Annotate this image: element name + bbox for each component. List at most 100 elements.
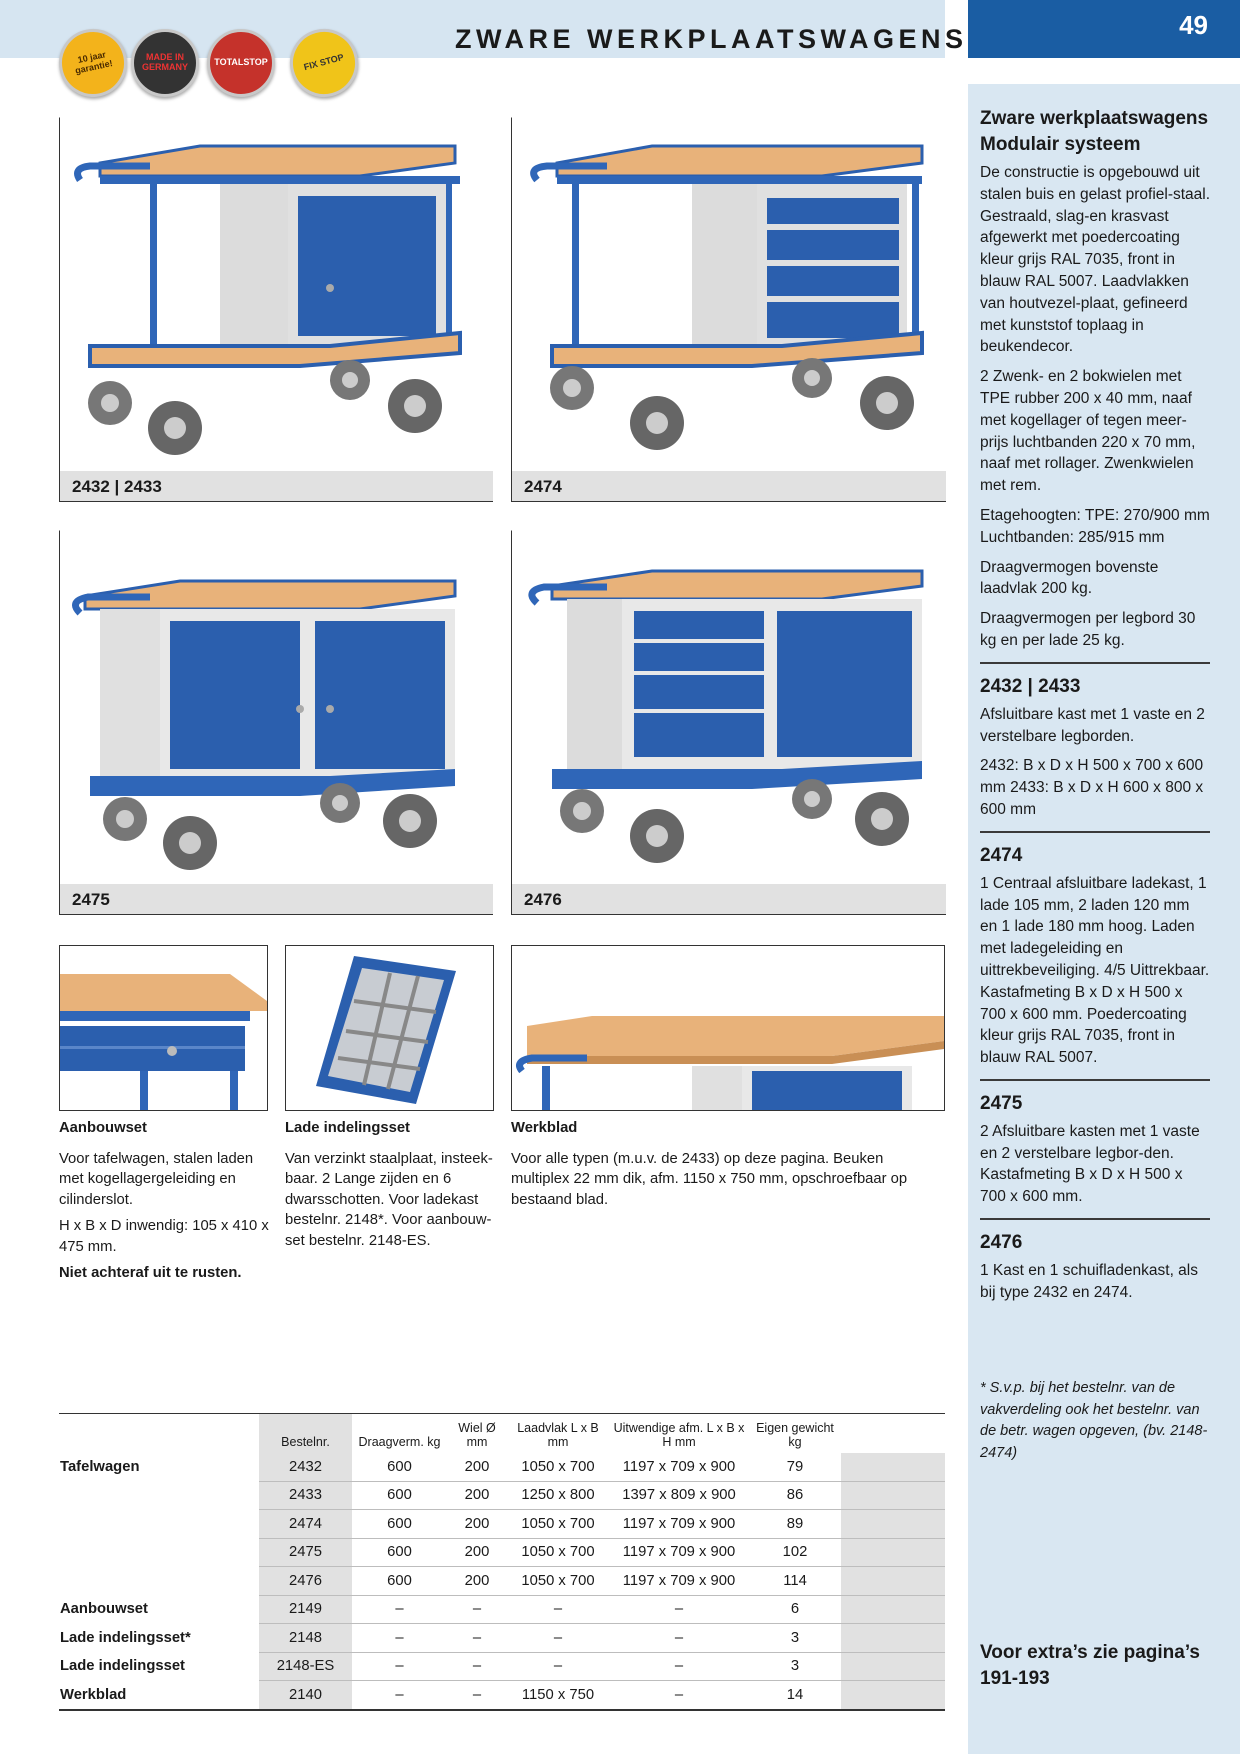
table-cell: – [507, 1594, 609, 1624]
accessory-note: Niet achteraf uit te rusten. [59, 1265, 242, 1281]
table-cell: 200 [447, 1481, 507, 1510]
table-cell: 1397 x 809 x 900 [609, 1481, 749, 1510]
table-cell-empty [841, 1509, 945, 1539]
sidebar-section-2432-2433: 2432 | 2433 Afsluitbare kast met 1 vaste… [980, 661, 1210, 821]
photo-caption: 2476 [512, 884, 946, 915]
table-cell: 102 [749, 1538, 841, 1567]
table-header [841, 1414, 945, 1454]
sidebar-panel [968, 84, 1240, 1754]
sidebar-extra-reference: Voor extra’s zie pagina’s 191-193 [980, 1642, 1200, 1689]
row-label: Tafelwagen [60, 1458, 140, 1475]
page-title: ZWARE WERKPLAATSWAGENS [455, 24, 968, 54]
table-cell-empty [841, 1481, 945, 1510]
accessory-title: Aanbouwset [59, 1120, 147, 1136]
table-cell: 2432 [259, 1453, 352, 1482]
sidebar-section-2476: 2476 1 Kast en 1 schuifladenkast, als bi… [980, 1218, 1210, 1304]
table-header-row: Bestelnr. Draagverm. kg Wiel Ø mm Laadvl… [59, 1413, 945, 1454]
row-label [59, 1510, 259, 1539]
table-cell: – [609, 1651, 749, 1681]
sidebar-paragraph: De constructie is opgebouwd uit stalen b… [980, 164, 1211, 356]
sidebar-footnote: * S.v.p. bij het bestelnr. van de vakver… [980, 1380, 1208, 1461]
sidebar-paragraph: Etagehoogten: TPE: 270/900 mm Luchtbande… [980, 506, 1210, 546]
table-row: Lade indelingsset*2148––––3 [59, 1623, 945, 1653]
table-cell: 600 [352, 1453, 447, 1482]
row-label: Aanbouwset [59, 1594, 259, 1624]
table-header [59, 1414, 259, 1454]
section-text: 1 Kast en 1 schuifladenkast, als bij typ… [980, 1262, 1198, 1301]
table-cell: 86 [749, 1481, 841, 1510]
table-cell: 1050 x 700 [507, 1509, 609, 1539]
table-cell: – [507, 1623, 609, 1653]
table-header: Uitwendige afm. L x B x H mm [613, 1421, 745, 1449]
table-cell-empty [841, 1538, 945, 1567]
table-cell: 2149 [259, 1594, 352, 1624]
sidebar-section-2474: 2474 1 Centraal afsluitbare ladekast, 1 … [980, 830, 1210, 1069]
page-number: 49 [1179, 10, 1208, 40]
photo-2476: 2476 [511, 530, 946, 915]
page-number-tab: 49 [968, 0, 1240, 58]
sidebar-subtitle: Modulair systeem [980, 134, 1141, 155]
row-label: Lade indelingsset [59, 1651, 259, 1681]
sidebar-paragraph: 2 Zwenk- en 2 bokwielen met TPE rubber 2… [980, 368, 1196, 495]
drawer-divider-image [316, 956, 456, 1104]
section-title: 2474 [980, 844, 1023, 866]
table-cell: – [447, 1623, 507, 1653]
table-cell-empty [841, 1680, 945, 1711]
section-text: 1 Centraal afsluitbare ladekast, 1 lade … [980, 874, 1210, 1067]
photo-caption: 2474 [512, 471, 946, 502]
table-cell: 2140 [259, 1680, 352, 1711]
table-cell-empty [841, 1651, 945, 1681]
photo-werkblad [511, 945, 945, 1111]
table-cell: – [609, 1594, 749, 1624]
table-cell: – [352, 1594, 447, 1624]
table-cell: 1197 x 709 x 900 [609, 1566, 749, 1596]
sidebar-section-2475: 2475 2 Afsluitbare kasten met 1 vaste en… [980, 1078, 1210, 1208]
table-cell: 1197 x 709 x 900 [609, 1509, 749, 1539]
table-cell: 600 [352, 1566, 447, 1596]
table-cell: 600 [352, 1509, 447, 1539]
table-cell: 200 [447, 1538, 507, 1567]
table-cell: 200 [447, 1566, 507, 1596]
accessory-text: Voor tafelwagen, stalen laden met kogell… [59, 1150, 254, 1208]
accessory-title: Werkblad [511, 1120, 578, 1136]
table-cell: 1197 x 709 x 900 [609, 1453, 749, 1482]
sidebar-paragraph: Draagvermogen per legbord 30 kg en per l… [980, 610, 1196, 649]
cart-two-cabinets-image [72, 579, 457, 870]
table-cell: 600 [352, 1538, 447, 1567]
section-text: 2432: B x D x H 500 x 700 x 600 mm 2433:… [980, 757, 1204, 818]
sidebar-content: Zware werkplaatswagens Modulair systeem … [980, 106, 1212, 1312]
row-label [59, 1538, 259, 1567]
table-header: Laadvlak L x B mm [517, 1421, 599, 1449]
table-cell: 1050 x 700 [507, 1538, 609, 1567]
section-title: 2476 [980, 1232, 1023, 1254]
table-cell: 600 [352, 1481, 447, 1510]
photo-caption: 2475 [60, 884, 493, 915]
table-cell: 2476 [259, 1566, 352, 1596]
photo-aanbouwset [59, 945, 268, 1111]
table-cell: 1150 x 750 [507, 1680, 609, 1711]
table-cell: 1250 x 800 [507, 1481, 609, 1510]
table-cell: 2475 [259, 1538, 352, 1567]
table-cell: 2148 [259, 1623, 352, 1653]
table-cell-empty [841, 1623, 945, 1653]
table-cell: – [352, 1651, 447, 1681]
section-text: 2 Afsluitbare kasten met 1 vaste en 2 ve… [980, 1122, 1200, 1206]
accessory-aanbouwset: Aanbouwset Voor tafelwagen, stalen laden… [59, 1118, 269, 1290]
table-header: Bestelnr. [259, 1413, 352, 1453]
table-cell: – [507, 1651, 609, 1681]
table-cell: 89 [749, 1509, 841, 1539]
table-cell-empty [841, 1453, 945, 1482]
table-cell: 3 [749, 1651, 841, 1681]
spec-table: Bestelnr. Draagverm. kg Wiel Ø mm Laadvl… [59, 1413, 945, 1711]
made-in-germany-badge: MADE IN GERMANY [131, 29, 199, 97]
table-cell: 1197 x 709 x 900 [609, 1538, 749, 1567]
table-cell: – [447, 1680, 507, 1711]
table-cell: – [609, 1680, 749, 1711]
